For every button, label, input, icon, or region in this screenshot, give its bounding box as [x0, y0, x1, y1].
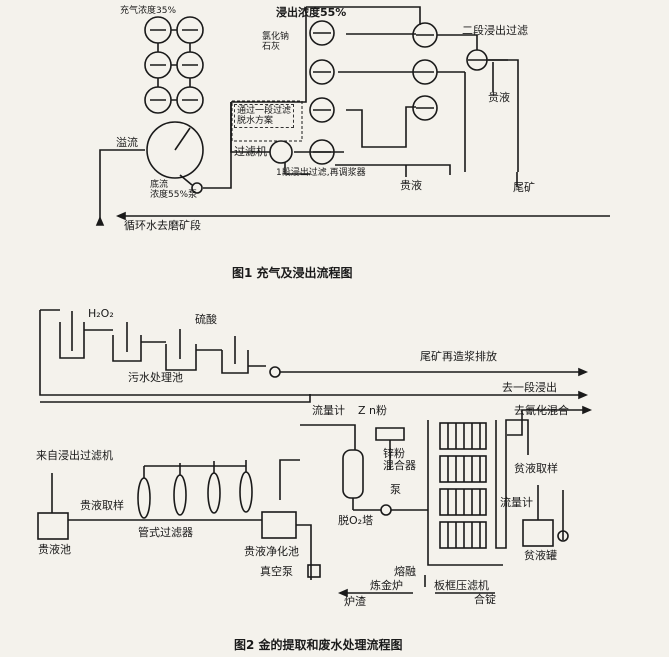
- figure-1-caption: 图1 充气及浸出流程图: [232, 266, 353, 280]
- label-pregnant-liquor-2: 贵液: [400, 179, 422, 192]
- label-lean-tank: 贫液罐: [524, 549, 557, 562]
- lean-tank: [522, 519, 554, 547]
- label-to-cyanide-mix: 去氰化混合: [514, 404, 569, 417]
- transfer-pump: [380, 504, 392, 516]
- label-plate-frame-filter: 板框压滤机: [434, 579, 489, 592]
- label-pipe-filter: 管式过滤器: [138, 526, 193, 539]
- label-zn-powder: Z n粉: [358, 404, 388, 417]
- label-deoxy-tower: 脱O₂塔: [338, 514, 374, 527]
- label-leach-out-density: 浸出浓度55%: [276, 6, 347, 19]
- label-slag: 炉渣: [344, 595, 366, 608]
- label-from-leach-filter: 来自浸出过滤机: [36, 449, 113, 462]
- label-vacuum-pump: 真空泵: [260, 565, 293, 578]
- plate-frame-filters: [439, 422, 487, 549]
- label-first-stage-reslurry: 1段浸出过滤,再调浆器: [276, 168, 366, 178]
- wastewater-tanks: [59, 311, 266, 374]
- label-pregnant-liquor-1: 贵液: [488, 91, 510, 104]
- deoxy-tower: [342, 449, 364, 499]
- label-aeration-density: 充气浓度35%: [120, 6, 177, 16]
- label-smelting-furnace: 炼金炉: [370, 579, 403, 592]
- label-recycle-water: 循环水去磨矿段: [124, 219, 201, 232]
- pipe-filters: [123, 460, 253, 521]
- label-tailings: 尾矿: [513, 181, 535, 194]
- label-tailings-discharge: 尾矿再造浆排放: [420, 350, 497, 363]
- label-underflow: 底流 浓度55%泵: [150, 180, 198, 200]
- pregnant-tank: [37, 512, 69, 540]
- label-h2o2: H₂O₂: [88, 307, 114, 320]
- label-sulfuric-acid: 硫酸: [195, 313, 217, 326]
- leach-tanks-1: [309, 20, 335, 165]
- aeration-tanks: [144, 16, 204, 114]
- vacuum-pump: [307, 564, 321, 578]
- label-lean-sampling: 贫液取样: [514, 462, 558, 475]
- label-flowmeter-top: 流量计: [312, 404, 345, 417]
- figure-2-caption: 图2 金的提取和废水处理流程图: [234, 638, 403, 652]
- label-filter: 过滤机: [234, 145, 267, 158]
- thickener: [146, 121, 204, 179]
- label-lime: 氯化钠 石灰: [262, 32, 290, 52]
- label-pump: 泵: [390, 483, 401, 496]
- label-pregnant-purify: 贵液净化池: [244, 545, 299, 558]
- label-gold-dore: 合锭: [474, 593, 496, 606]
- filter-1-icon: [269, 140, 293, 164]
- label-dewater-plan: 通过一段过滤 脱水方案: [234, 104, 295, 128]
- pregnant-purify-tank: [261, 511, 297, 539]
- label-overflow: 溢流: [116, 136, 138, 149]
- label-second-stage-leach-filter: 二段浸出过滤: [462, 24, 528, 37]
- underflow-pump: [191, 182, 203, 194]
- wastewater-pump: [269, 366, 281, 378]
- label-flux: 熔融: [394, 565, 416, 578]
- label-flowmeter-right: 流量计: [500, 496, 533, 509]
- label-to-first-leach: 去一段浸出: [502, 381, 557, 394]
- label-zinc-mixer: 锌粉 混合器: [383, 447, 416, 472]
- label-pregnant-tank: 贵液池: [38, 543, 71, 556]
- label-pregnant-sampling: 贵液取样: [80, 499, 124, 512]
- label-wastewater-pool: 污水处理池: [128, 371, 183, 384]
- leach-tanks-2: [412, 22, 438, 121]
